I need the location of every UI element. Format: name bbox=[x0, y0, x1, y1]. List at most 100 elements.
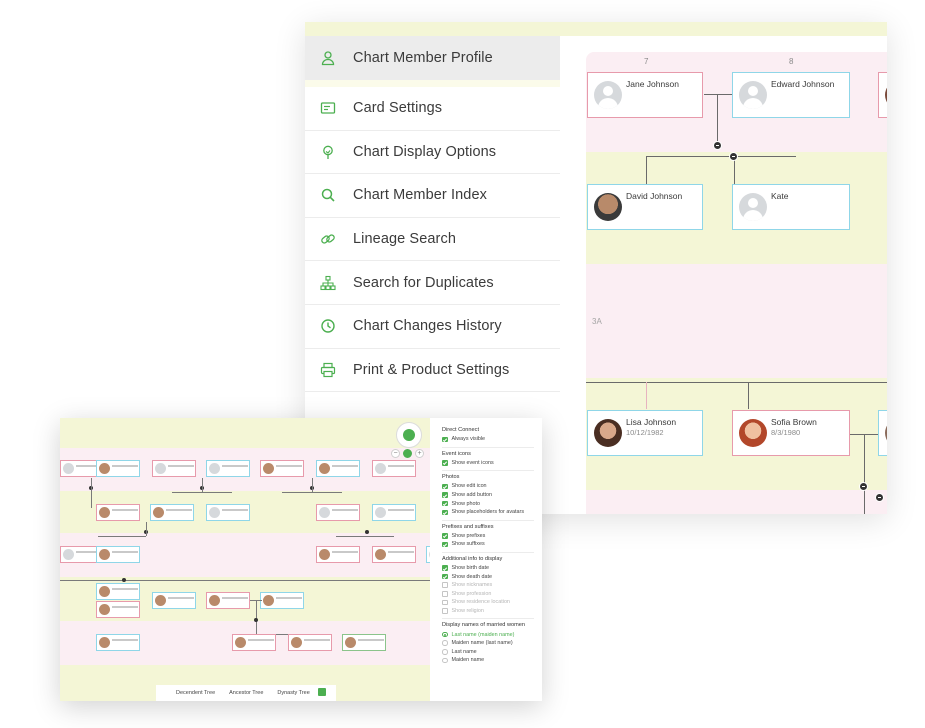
mini-person-card[interactable] bbox=[96, 601, 140, 618]
display-options-window: − + Decendent Tree Ancestor Tree Dynasty… bbox=[60, 418, 542, 701]
mini-person-card[interactable] bbox=[232, 634, 276, 651]
tab-ancestor-tree[interactable]: Ancestor Tree bbox=[229, 690, 264, 696]
band-label: 3A bbox=[592, 317, 602, 326]
mini-person-card[interactable] bbox=[316, 546, 360, 563]
settings-group-title: Display names of married women bbox=[442, 622, 526, 629]
mini-person-card[interactable] bbox=[372, 546, 416, 563]
mini-person-card[interactable] bbox=[96, 504, 140, 521]
collapse-node[interactable] bbox=[713, 141, 722, 150]
mini-person-card[interactable] bbox=[96, 460, 140, 477]
checkbox[interactable] bbox=[442, 608, 448, 614]
checkbox[interactable] bbox=[442, 483, 448, 490]
person-card[interactable] bbox=[878, 410, 887, 456]
chart-navigator[interactable] bbox=[396, 422, 422, 448]
person-card[interactable] bbox=[878, 72, 887, 118]
mini-node[interactable] bbox=[365, 530, 369, 534]
menu-item-chart-member-index[interactable]: Chart Member Index bbox=[305, 174, 560, 218]
setting-show-add-button[interactable]: Show add button bbox=[442, 491, 534, 500]
setting-show-photo[interactable]: Show photo bbox=[442, 499, 534, 508]
radio[interactable] bbox=[442, 649, 448, 655]
checkbox[interactable] bbox=[442, 573, 448, 580]
setting-show-profession[interactable]: Show profession bbox=[442, 590, 534, 599]
locate-icon[interactable] bbox=[403, 449, 412, 458]
mini-node[interactable] bbox=[122, 578, 126, 582]
mini-person-card[interactable] bbox=[60, 460, 104, 477]
option-last-name[interactable]: Last name bbox=[442, 648, 534, 657]
setting-show-birth-date[interactable]: Show birth date bbox=[442, 564, 534, 573]
mini-person-card[interactable] bbox=[152, 460, 196, 477]
checkbox[interactable] bbox=[442, 492, 448, 498]
mini-family-chart[interactable]: − + Decendent Tree Ancestor Tree Dynasty… bbox=[60, 418, 430, 701]
person-card[interactable]: Kate bbox=[732, 184, 850, 230]
menu-item-print-product-settings[interactable]: Print & Product Settings bbox=[305, 349, 560, 393]
mini-person-card[interactable] bbox=[372, 504, 416, 521]
mini-person-card[interactable] bbox=[316, 504, 360, 521]
setting-show-placeholders[interactable]: Show placeholders for avatars bbox=[442, 508, 534, 517]
mini-node[interactable] bbox=[254, 618, 258, 622]
option-maiden-last[interactable]: Maiden name (last name) bbox=[442, 639, 534, 648]
add-tree-icon[interactable] bbox=[318, 688, 326, 696]
person-card[interactable]: Lisa Johnson 10/12/1982 bbox=[587, 410, 703, 456]
mini-person-card[interactable] bbox=[316, 460, 360, 477]
checkbox[interactable] bbox=[442, 565, 448, 571]
mini-person-card[interactable] bbox=[96, 634, 140, 651]
option-last-maiden[interactable]: Last name (maiden name) bbox=[442, 630, 534, 639]
person-card[interactable]: Sofia Brown 8/3/1980 bbox=[732, 410, 850, 456]
mini-person-card[interactable] bbox=[206, 460, 250, 477]
tab-descendent-tree[interactable]: Decendent Tree bbox=[176, 690, 216, 696]
mini-person-card[interactable] bbox=[426, 546, 430, 563]
checkbox[interactable] bbox=[442, 582, 448, 588]
mini-person-card[interactable] bbox=[342, 634, 386, 651]
checkbox[interactable] bbox=[442, 500, 448, 507]
mini-person-card[interactable] bbox=[96, 583, 140, 600]
mini-person-card[interactable] bbox=[96, 546, 140, 563]
collapse-node[interactable] bbox=[729, 152, 738, 161]
menu-item-chart-display-options[interactable]: Chart Display Options bbox=[305, 131, 560, 175]
person-card[interactable]: David Johnson bbox=[587, 184, 703, 230]
setting-show-religion[interactable]: Show religion bbox=[442, 607, 534, 616]
menu-item-search-for-duplicates[interactable]: Search for Duplicates bbox=[305, 261, 560, 305]
radio[interactable] bbox=[442, 657, 448, 664]
mini-person-card[interactable] bbox=[372, 460, 416, 477]
collapse-node[interactable] bbox=[875, 493, 884, 502]
mini-person-card[interactable] bbox=[150, 504, 194, 521]
checkbox[interactable] bbox=[442, 591, 448, 597]
mini-person-card[interactable] bbox=[260, 460, 304, 477]
zoom-out-icon[interactable]: − bbox=[391, 449, 400, 458]
connector-line bbox=[586, 382, 887, 383]
person-card[interactable]: Jane Johnson bbox=[587, 72, 703, 118]
mini-person-card[interactable] bbox=[152, 592, 196, 609]
setting-show-suffixes[interactable]: Show suffixes bbox=[442, 540, 534, 549]
setting-show-death-date[interactable]: Show death date bbox=[442, 572, 534, 581]
mini-person-card[interactable] bbox=[206, 592, 250, 609]
home-icon[interactable] bbox=[403, 429, 415, 441]
option-maiden-name[interactable]: Maiden name bbox=[442, 656, 534, 665]
tab-dynasty-tree[interactable]: Dynasty Tree bbox=[277, 690, 310, 696]
checkbox[interactable] bbox=[442, 460, 448, 466]
setting-show-event-icons[interactable]: Show event icons bbox=[442, 459, 534, 468]
radio[interactable] bbox=[442, 631, 448, 638]
family-chart-canvas[interactable]: 7 8 5A 3A bbox=[562, 36, 887, 514]
person-card[interactable]: Edward Johnson bbox=[732, 72, 850, 118]
collapse-node[interactable] bbox=[859, 482, 868, 491]
checkbox[interactable] bbox=[442, 533, 448, 539]
menu-item-chart-member-profile[interactable]: Chart Member Profile bbox=[305, 36, 560, 80]
setting-always-visible[interactable]: Always visible bbox=[442, 435, 534, 444]
menu-item-card-settings[interactable]: Card Settings bbox=[305, 87, 560, 131]
checkbox[interactable] bbox=[442, 599, 448, 606]
menu-item-lineage-search[interactable]: Lineage Search bbox=[305, 218, 560, 262]
mini-person-card[interactable] bbox=[288, 634, 332, 651]
radio[interactable] bbox=[442, 640, 448, 646]
zoom-in-icon[interactable]: + bbox=[415, 449, 424, 458]
mini-person-card[interactable] bbox=[206, 504, 250, 521]
checkbox[interactable] bbox=[442, 509, 448, 516]
setting-show-residence[interactable]: Show residence location bbox=[442, 598, 534, 607]
setting-show-edit-icon[interactable]: Show edit icon bbox=[442, 482, 534, 491]
checkbox[interactable] bbox=[442, 541, 448, 548]
mini-person-card[interactable] bbox=[260, 592, 304, 609]
menu-item-chart-changes-history[interactable]: Chart Changes History bbox=[305, 305, 560, 349]
checkbox[interactable] bbox=[442, 436, 448, 443]
setting-show-nicknames[interactable]: Show nicknames bbox=[442, 581, 534, 590]
setting-show-prefixes[interactable]: Show prefixes bbox=[442, 532, 534, 541]
